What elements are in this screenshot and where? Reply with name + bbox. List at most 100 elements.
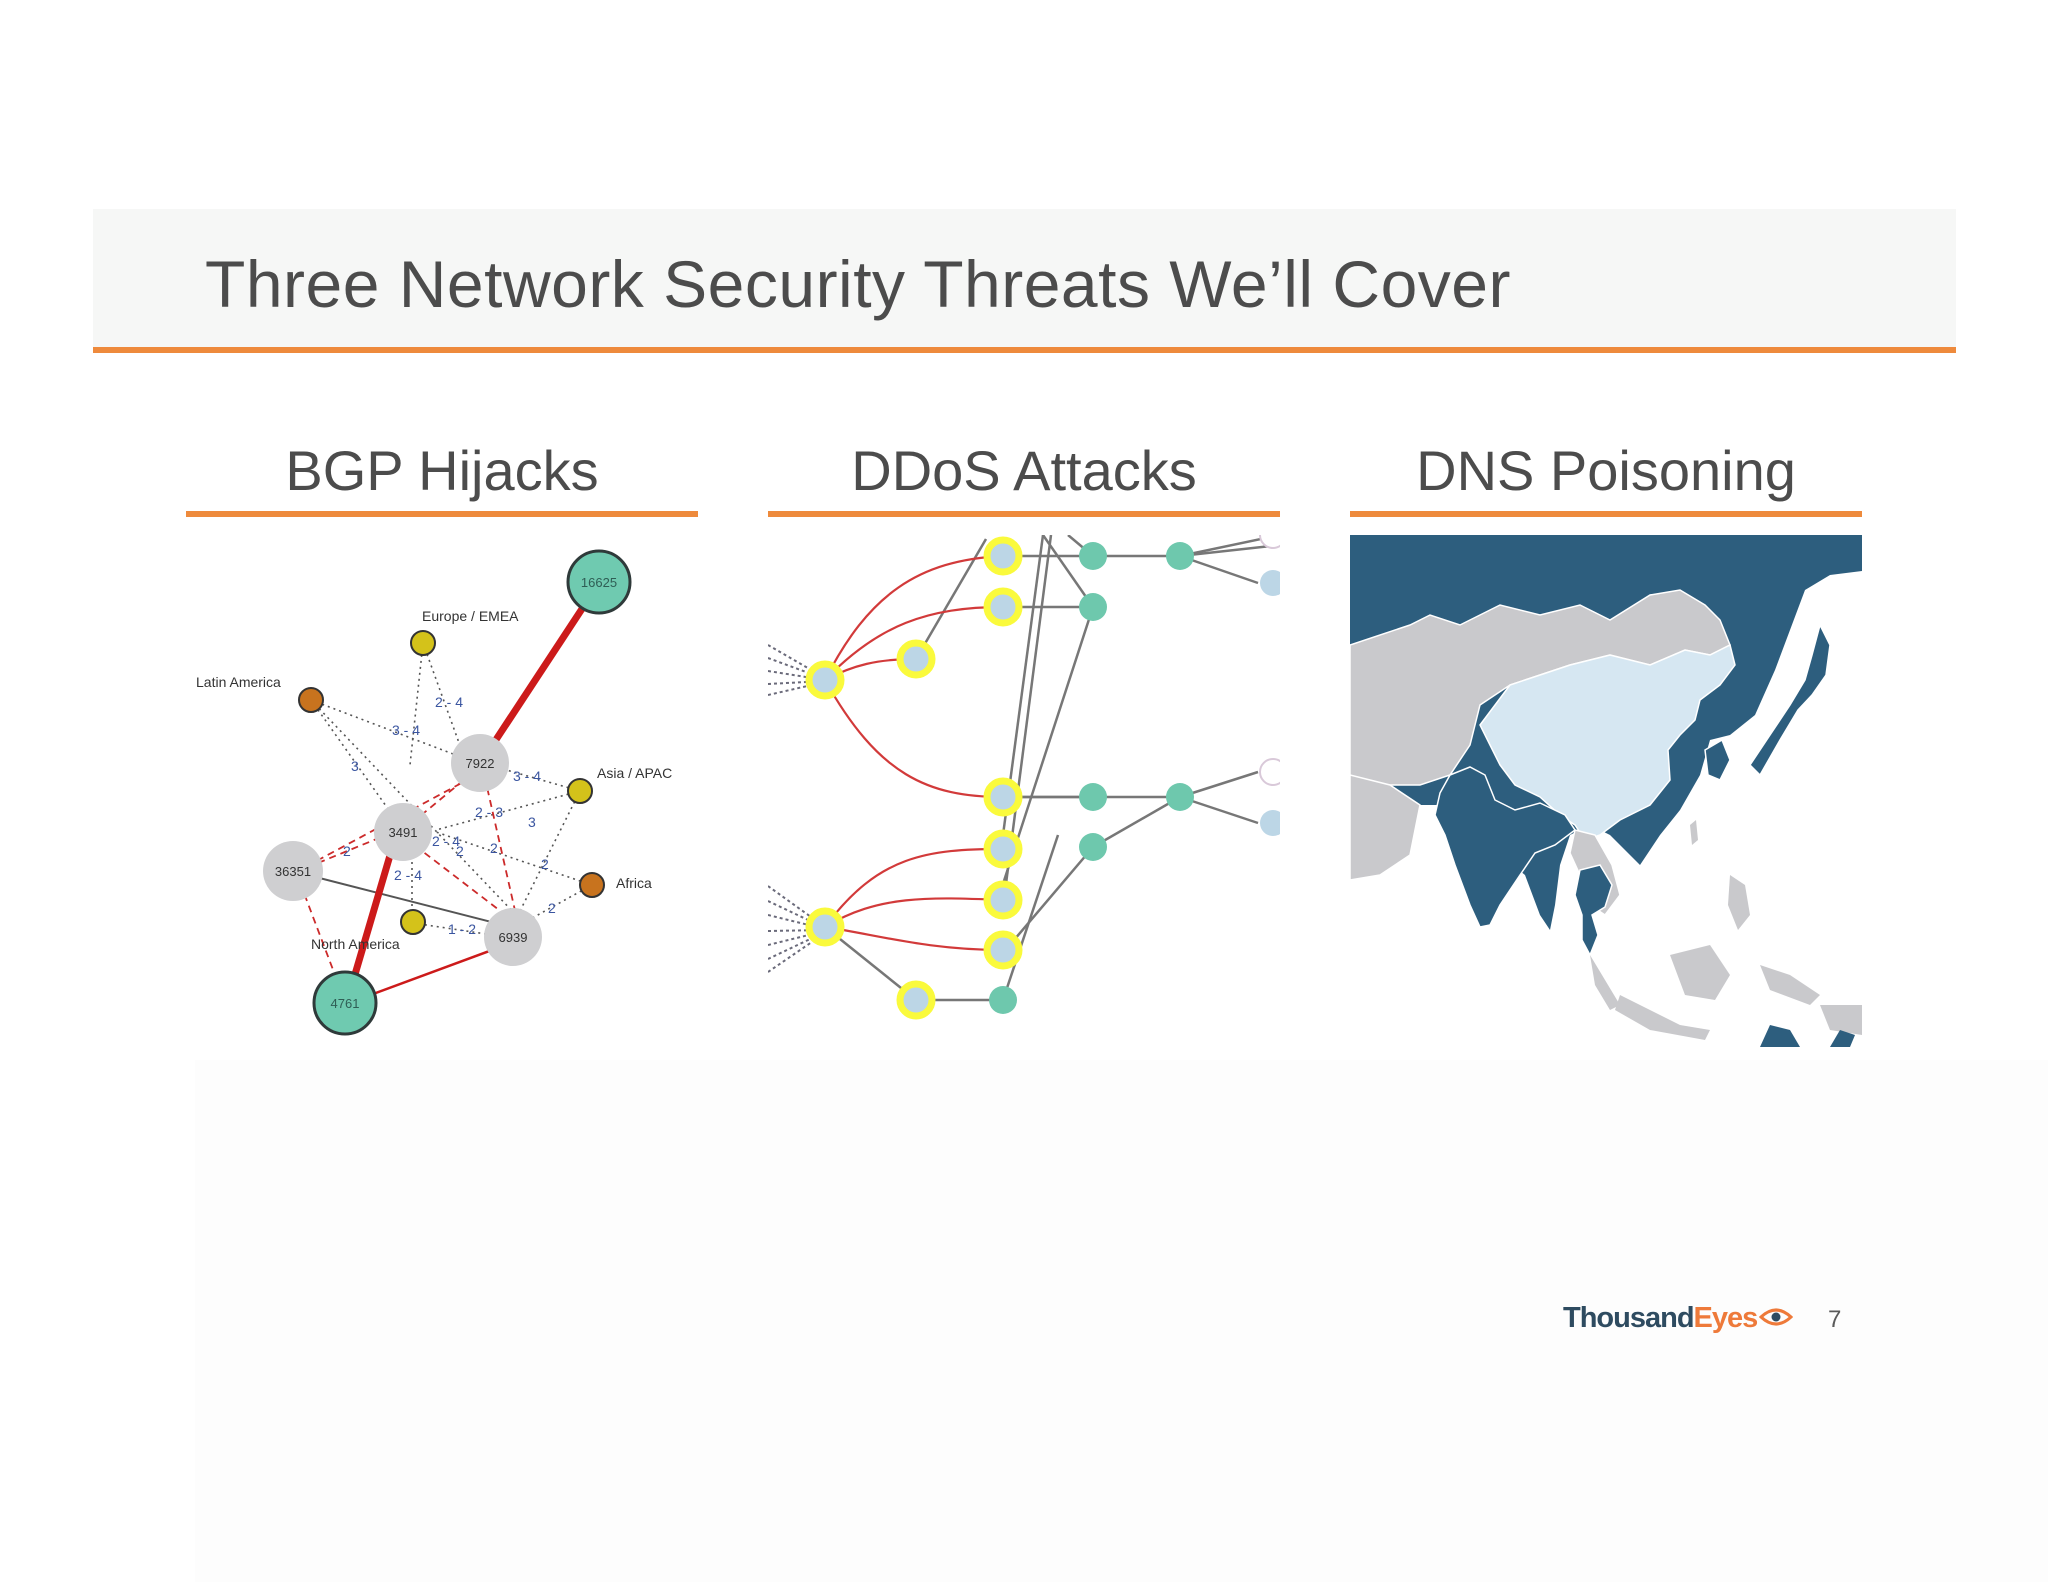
svg-text:3491: 3491: [389, 825, 418, 840]
ddos-agent-node: [1079, 833, 1107, 861]
map-japan: [1749, 622, 1831, 777]
edge-label: 2: [490, 840, 498, 856]
bgp-hijack-graph: 2 - 4 3 - 4 3 3 - 4 2 - 3 3 2 2 - 4 2 2 …: [186, 535, 706, 1050]
page-number: 7: [1828, 1306, 1842, 1333]
bgp-dotted-edges: [310, 642, 593, 935]
edge-label: 3: [528, 814, 536, 830]
logo-text-eyes: Eyes: [1693, 1302, 1759, 1334]
bgp-dashed-red-edges: [295, 764, 517, 1005]
slide-title: Three Network Security Threats We’ll Cov…: [205, 247, 1511, 321]
thousandeyes-logo[interactable]: ThousandEyes: [1563, 1302, 1794, 1336]
map-land-island: [1615, 995, 1710, 1040]
ddos-agent-node: [1166, 783, 1194, 811]
edge-label: 3 - 4: [392, 722, 420, 738]
ddos-edge-node: [1259, 535, 1280, 549]
ddos-node: [983, 587, 1023, 627]
ddos-attack-edges: [824, 554, 1004, 952]
bgp-edge-labels: 2 - 4 3 - 4 3 3 - 4 2 - 3 3 2 2 - 4 2 2 …: [343, 694, 556, 937]
ddos-node: [983, 829, 1023, 869]
column-title-ddos: DDoS Attacks: [851, 439, 1197, 502]
ddos-node: [896, 980, 936, 1020]
edge-label: 3: [351, 758, 359, 774]
svg-text:7922: 7922: [466, 756, 495, 771]
edge-label: 2: [343, 843, 351, 859]
logo-text-thousand: Thousand: [1563, 1302, 1695, 1334]
edge-label: 3 - 4: [513, 768, 541, 784]
region-label-latin-america: Latin America: [196, 674, 281, 690]
svg-text:6939: 6939: [499, 930, 528, 945]
region-label-asia: Asia / APAC: [597, 765, 672, 781]
ddos-agent-node: [1079, 542, 1107, 570]
column-underline-ddos: [768, 511, 1280, 517]
map-land-peninsula: [1590, 955, 1620, 1010]
ddos-node: [983, 536, 1023, 576]
ddos-gray-edges: [824, 535, 1280, 1002]
region-node-north-america[interactable]: [400, 909, 426, 935]
bgp-node-4761[interactable]: 4761: [312, 970, 378, 1036]
ddos-agent-node: [1079, 783, 1107, 811]
column-title-bgp: BGP Hijacks: [285, 439, 599, 502]
svg-text:4761: 4761: [331, 996, 360, 1011]
edge-label: 2: [548, 900, 556, 916]
svg-text:36351: 36351: [275, 864, 311, 879]
bgp-node-7922[interactable]: 7922: [451, 734, 509, 792]
map-land-middle-east: [1350, 774, 1421, 881]
ddos-node: [983, 880, 1023, 920]
map-india: [1434, 766, 1577, 928]
map-land-island: [1670, 945, 1730, 1000]
bgp-node-16625[interactable]: 16625: [566, 549, 632, 615]
column-underline-dns: [1350, 511, 1862, 517]
map-land-island: [1728, 875, 1750, 930]
map-china: [1479, 643, 1736, 841]
region-node-europe[interactable]: [410, 630, 436, 656]
bgp-node-36351[interactable]: 36351: [263, 841, 323, 901]
ddos-agent-node: [1166, 542, 1194, 570]
ddos-node: [983, 930, 1023, 970]
edge-label: 2 - 4: [394, 867, 422, 883]
map-korea: [1704, 738, 1731, 781]
ddos-agent-nodes: [989, 542, 1194, 1014]
region-node-asia[interactable]: [567, 778, 593, 804]
map-thailand: [1574, 864, 1613, 957]
slide-lower-area: [195, 1060, 2048, 1582]
edge-label: 1 - 2: [448, 921, 476, 937]
bgp-hijack-edge-upper: [479, 581, 602, 763]
ddos-node: [896, 639, 936, 679]
bgp-edge-36351-6939: [295, 871, 512, 928]
eye-icon: [1759, 1303, 1794, 1336]
bgp-region-labels: Europe / EMEA Latin America Asia / APAC …: [196, 608, 672, 952]
map-land-island: [1760, 965, 1820, 1005]
map-land-edge: [1830, 1030, 1855, 1047]
ddos-attack-graph: [768, 535, 1280, 1035]
title-band: [93, 209, 1956, 349]
svg-text:16625: 16625: [581, 575, 617, 590]
column-title-dns: DNS Poisoning: [1416, 439, 1796, 502]
bgp-node-6939[interactable]: 6939: [484, 908, 542, 966]
column-underline-bgp: [186, 511, 698, 517]
region-label-africa: Africa: [616, 875, 652, 891]
region-label-north-america: North America: [311, 936, 400, 952]
bgp-node-3491[interactable]: 3491: [374, 803, 432, 861]
title-underline: [93, 347, 1956, 353]
ddos-edge-node: [1259, 758, 1280, 786]
dns-poisoning-map: [1350, 535, 1862, 1047]
map-taiwan: [1690, 820, 1698, 845]
ddos-agent-node: [989, 986, 1017, 1014]
ddos-edge-node: [1260, 810, 1280, 836]
map-land-island: [1820, 1005, 1862, 1035]
ddos-node: [983, 777, 1023, 817]
map-australia-edge: [1760, 1025, 1800, 1047]
edge-label: 2 - 4: [435, 694, 463, 710]
ddos-source-node: [805, 660, 845, 700]
edge-label: 2: [541, 856, 549, 872]
edge-label: 2 - 4: [432, 833, 460, 849]
ddos-agent-node: [1079, 593, 1107, 621]
region-node-latin-america[interactable]: [298, 687, 324, 713]
edge-label: 2 - 3: [475, 804, 503, 820]
edge-label: 2: [456, 843, 464, 859]
region-label-europe: Europe / EMEA: [422, 608, 519, 624]
ddos-source-node: [805, 907, 845, 947]
ddos-edge-node: [1260, 570, 1280, 596]
ddos-highlighted-nodes: [805, 536, 1023, 1020]
region-node-africa[interactable]: [579, 872, 605, 898]
